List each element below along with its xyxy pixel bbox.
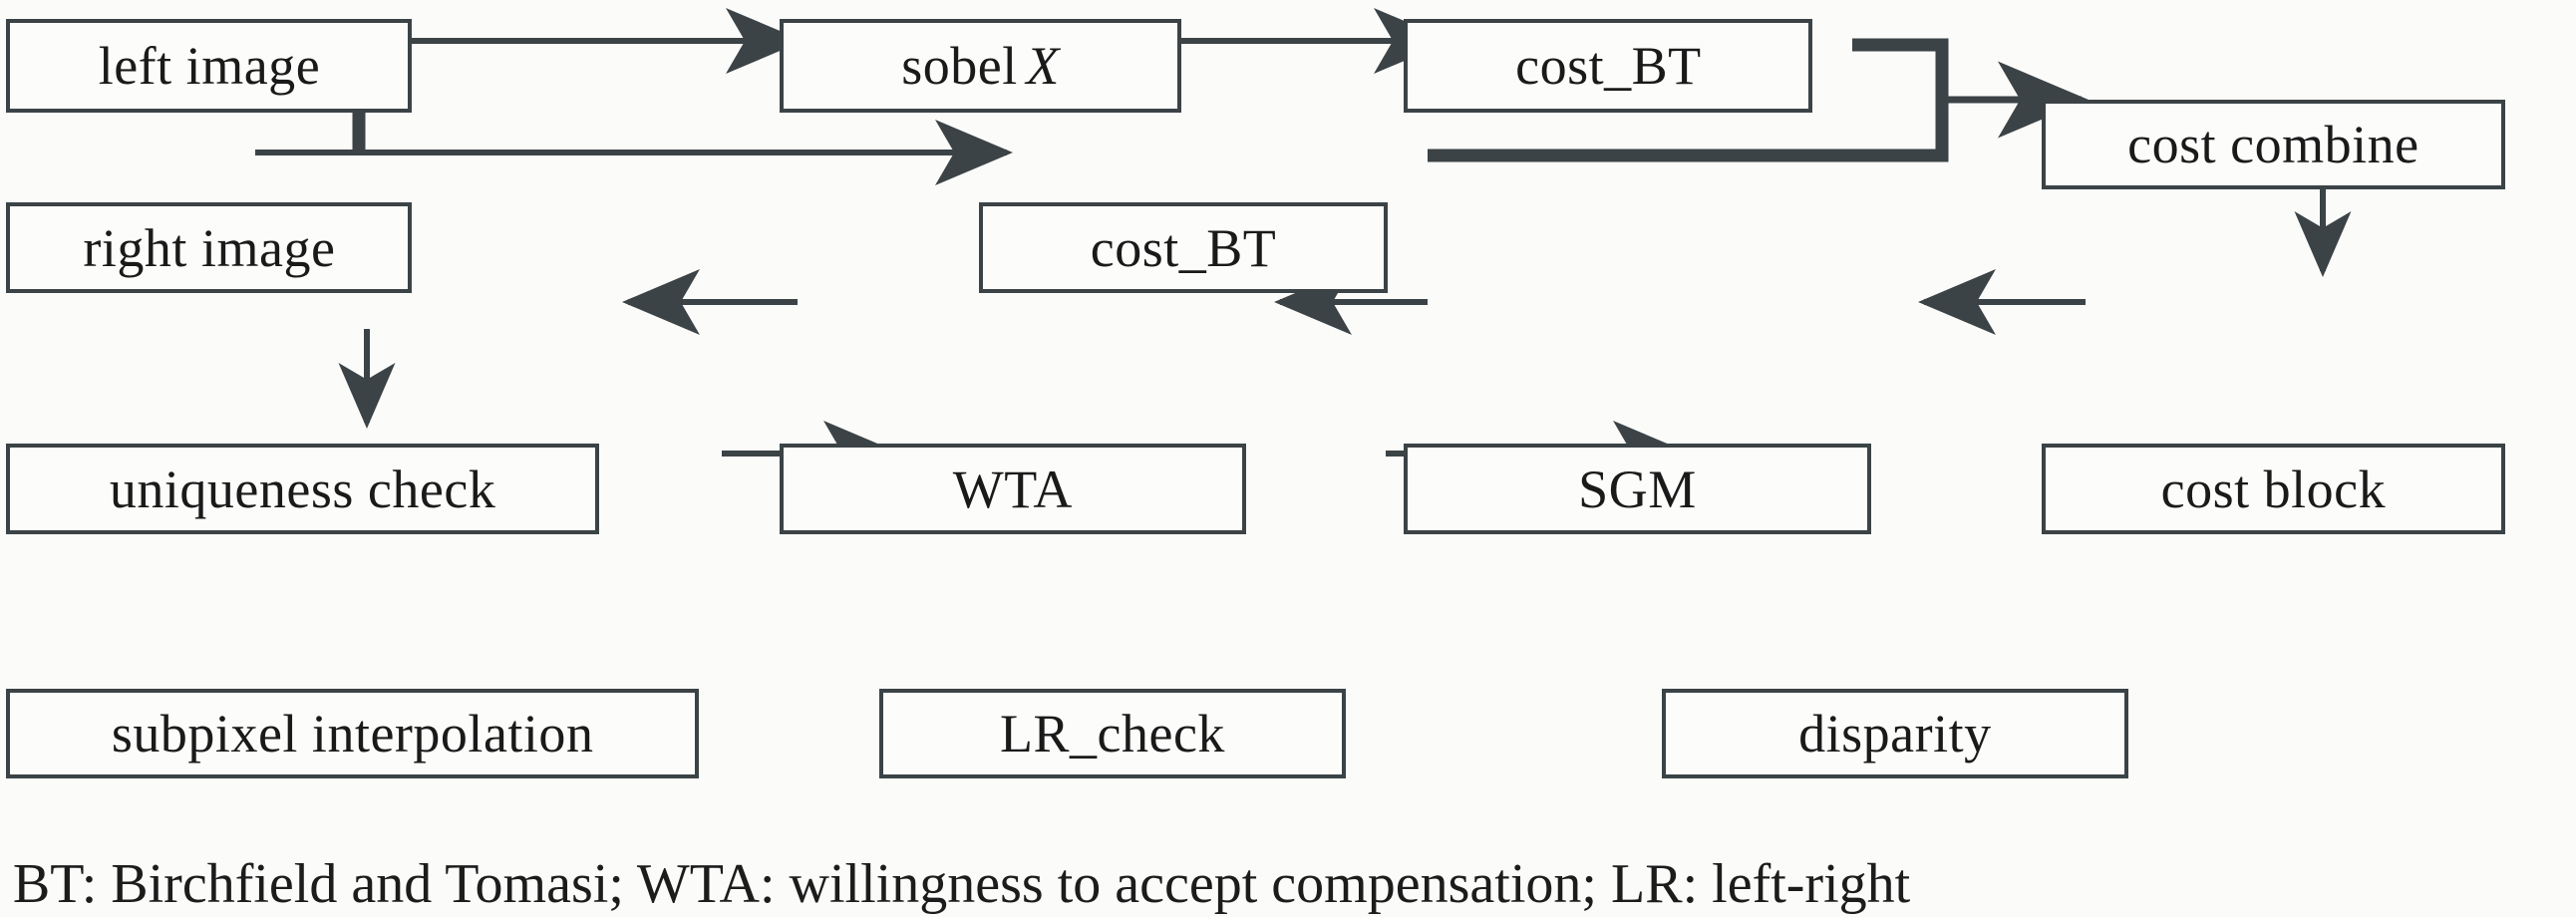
- node-cost-block-label: cost block: [2160, 458, 2387, 519]
- node-sobel-x-label: sobel: [901, 36, 1018, 97]
- node-left-image[interactable]: left image: [6, 19, 413, 113]
- node-right-image-label: right image: [83, 217, 336, 278]
- node-uniqueness-check[interactable]: uniqueness check: [6, 444, 599, 534]
- node-subpixel-interpolation[interactable]: subpixel interpolation: [6, 688, 699, 779]
- node-cost-combine[interactable]: cost combine: [2041, 100, 2505, 190]
- node-wta-label: WTA: [952, 458, 1073, 519]
- node-cost-block[interactable]: cost block: [2041, 444, 2505, 534]
- node-cost-bt-bottom[interactable]: cost_BT: [978, 202, 1389, 293]
- node-subpixel-interpolation-label: subpixel interpolation: [111, 703, 594, 764]
- node-lr-check-label: LR_check: [999, 703, 1225, 764]
- figure-caption: BT: Birchfield and Tomasi; WTA: willingn…: [12, 853, 1911, 915]
- node-cost-bt-top[interactable]: cost_BT: [1404, 19, 1813, 113]
- node-left-image-label: left image: [98, 36, 321, 97]
- node-sgm-label: SGM: [1578, 458, 1697, 519]
- node-cost-bt-bottom-label: cost_BT: [1090, 217, 1277, 278]
- node-disparity-label: disparity: [1798, 703, 1992, 764]
- node-wta[interactable]: WTA: [779, 444, 1246, 534]
- node-cost-bt-top-label: cost_BT: [1515, 36, 1702, 97]
- node-uniqueness-check-label: uniqueness check: [109, 458, 496, 519]
- node-lr-check[interactable]: LR_check: [878, 688, 1347, 779]
- node-disparity[interactable]: disparity: [1661, 688, 2129, 779]
- node-cost-combine-label: cost combine: [2127, 115, 2419, 175]
- node-sgm[interactable]: SGM: [1404, 444, 1871, 534]
- node-sobel-x-operator: X: [1026, 36, 1060, 97]
- node-right-image[interactable]: right image: [6, 202, 413, 293]
